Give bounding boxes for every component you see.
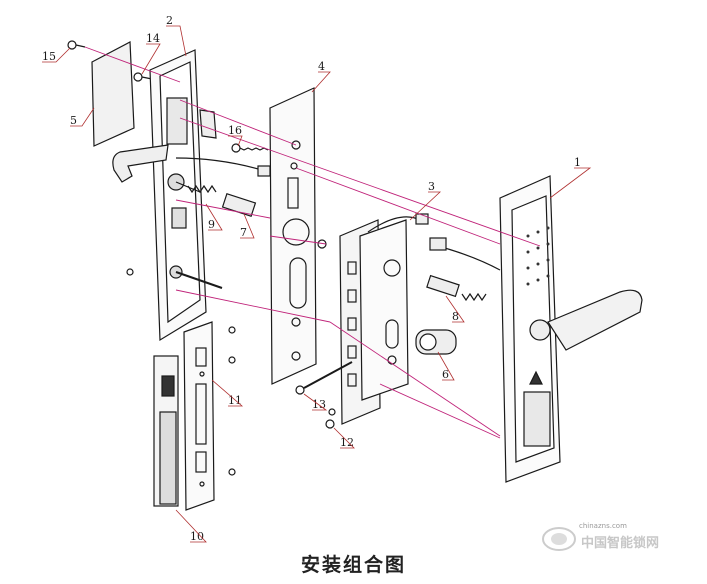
watermark-text: 中国智能锁网 [581, 536, 660, 551]
label-10: 10 [190, 530, 204, 543]
label-2: 2 [166, 14, 173, 27]
part-3-mortise-body [339, 213, 429, 425]
label-8: 8 [452, 310, 459, 323]
part-1-outer-panel [499, 175, 643, 483]
label-4: 4 [318, 60, 325, 73]
label-6: 6 [442, 368, 449, 381]
part-5-back-cover [91, 41, 135, 147]
label-16: 16 [228, 124, 242, 137]
label-15: 15 [42, 50, 56, 63]
part-9-spring [187, 184, 217, 194]
label-7: 7 [240, 226, 247, 239]
label-14: 14 [146, 32, 160, 45]
strike-screws [126, 268, 236, 476]
part-4-plate [269, 87, 317, 385]
part-labels: 1 2 3 4 5 6 7 8 9 10 11 12 13 14 15 16 [42, 14, 581, 543]
label-9: 9 [208, 218, 215, 231]
diagram-caption: 安装组合图 [300, 554, 406, 576]
part-13-screw [295, 361, 353, 395]
part-15-screw [67, 40, 86, 50]
part-7-connector [221, 192, 257, 218]
part-16-screw [231, 143, 269, 153]
part-11-strike-plate [183, 321, 215, 511]
label-5: 5 [70, 114, 77, 127]
watermark-url: chinazns.com [579, 522, 627, 530]
part-10-strike-box [153, 355, 179, 507]
part-12-screws [317, 239, 336, 429]
label-12: 12 [340, 436, 354, 449]
part-8-connector [426, 274, 487, 302]
part-6-cylinder [415, 329, 457, 355]
part-14-screw [133, 72, 153, 82]
label-leaders [42, 25, 592, 543]
watermark-logo-icon [542, 527, 576, 551]
label-3: 3 [428, 180, 435, 193]
label-1: 1 [574, 156, 581, 169]
watermark: chinazns.com 中国智能锁网 [541, 522, 661, 556]
alignment-lines [84, 46, 541, 439]
